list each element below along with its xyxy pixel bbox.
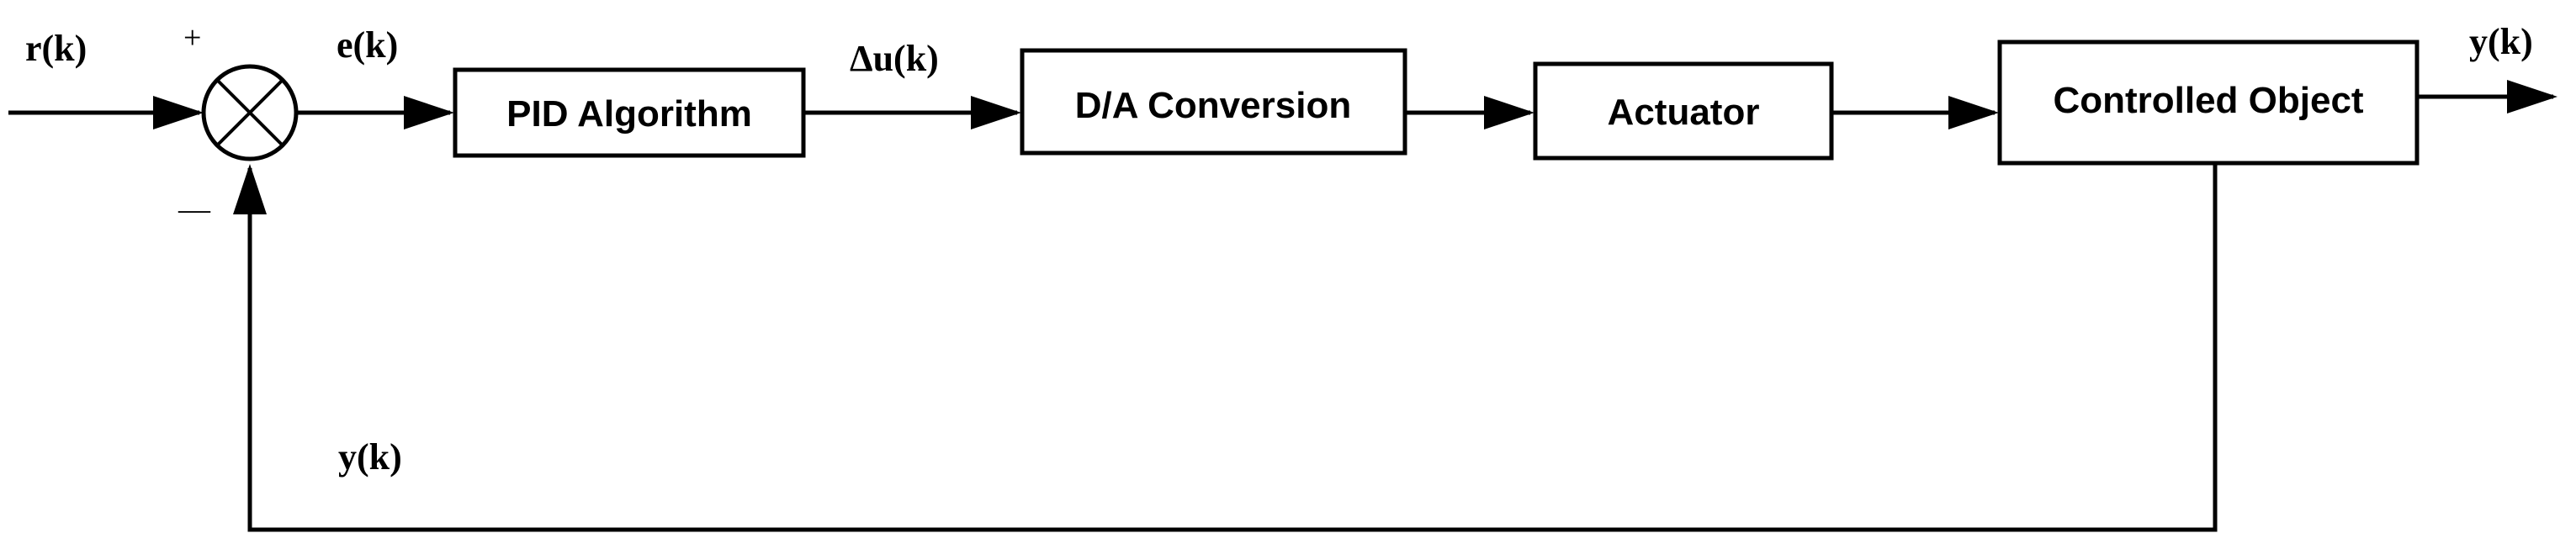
feedback-signal-label: y(k) [338,436,402,478]
control-increment-label: Δu(k) [850,38,939,79]
pid-algorithm-label: PID Algorithm [506,93,752,135]
output-signal-label: y(k) [2469,21,2533,62]
actuator-label: Actuator [1608,92,1760,133]
da-conversion-label: D/A Conversion [1075,85,1351,126]
pid-algorithm-block: PID Algorithm [453,67,806,158]
controlled-object-block: Controlled Object [1997,40,2420,166]
actuator-block: Actuator [1533,61,1834,161]
minus-sign: — [178,192,211,227]
summing-junction [201,64,299,161]
controlled-object-label: Controlled Object [2053,80,2363,121]
feedback-wire [233,163,2218,532]
error-signal-label: e(k) [337,24,398,66]
plus-sign: + [183,20,201,55]
reference-signal-label: r(k) [25,28,87,69]
da-conversion-block: D/A Conversion [1020,48,1407,156]
